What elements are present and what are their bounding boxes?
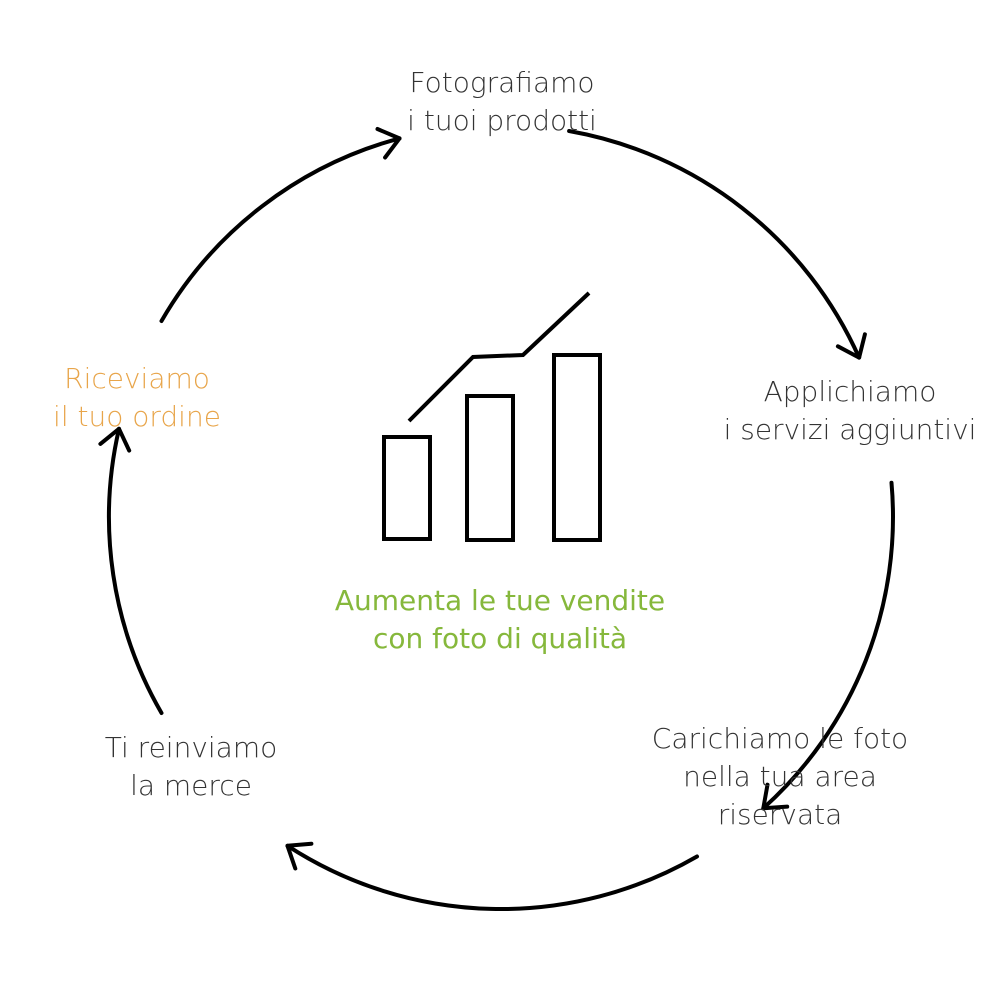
step-receive-order-line1: Riceviamo [64, 362, 210, 395]
arrow-services-to-upload-head-icon [761, 782, 790, 811]
chart-bar-1 [382, 435, 432, 541]
arrow-upload-to-return [285, 843, 699, 912]
step-photograph: Fotografiamo i tuoi prodotti [302, 64, 702, 140]
step-apply-services-line2: i servizi aggiuntivi [723, 413, 977, 446]
step-return-goods-line1: Ti reinviamo [104, 731, 278, 764]
growth-chart-icon [382, 291, 602, 542]
arrow-upload-to-return-head-icon [285, 841, 314, 871]
arrow-return-to-order [107, 426, 164, 715]
step-photograph-line1: Fotografiamo [409, 66, 595, 99]
arrow-order-to-photo-head-icon [375, 127, 402, 160]
step-upload-photos-line2: nella tua area [683, 760, 877, 793]
step-upload-photos: Carichiamo le foto nella tua area riserv… [580, 720, 980, 834]
step-apply-services: Applichiamo i servizi aggiuntivi [650, 373, 1002, 449]
center-caption: Aumenta le tue vendite con foto di quali… [250, 582, 750, 658]
step-receive-order-line2: il tuo ordine [53, 400, 221, 433]
step-receive-order: Riceviamo il tuo ordine [0, 360, 337, 436]
chart-trend-line [407, 291, 591, 423]
arrow-photo-to-services [567, 129, 862, 360]
step-return-goods: Ti reinviamo la merce [0, 729, 391, 805]
chart-bar-2 [465, 394, 515, 542]
center-caption-line2: con foto di qualità [373, 622, 627, 655]
center-caption-line1: Aumenta le tue vendite [334, 584, 666, 617]
arrow-services-to-upload [761, 480, 895, 811]
step-upload-photos-line1: Carichiamo le foto [651, 722, 909, 755]
step-apply-services-line1: Applichiamo [763, 375, 937, 408]
arrow-photo-to-services-head-icon [835, 332, 867, 360]
chart-bar-3 [552, 353, 602, 542]
step-photograph-line2: i tuoi prodotti [407, 104, 597, 137]
arrow-order-to-photo [159, 136, 402, 323]
step-return-goods-line2: la merce [130, 769, 252, 802]
arrow-return-to-order-head-icon [98, 426, 132, 453]
step-upload-photos-line3: riservata [717, 798, 843, 831]
